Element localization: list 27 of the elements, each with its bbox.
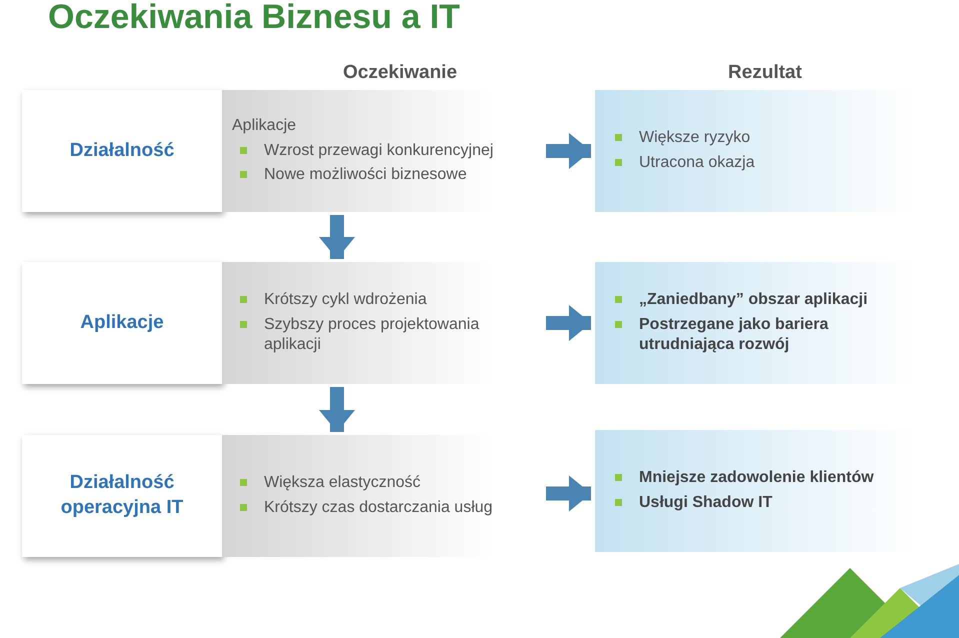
arrow — [546, 133, 591, 169]
category-card — [22, 90, 222, 212]
bullet-text: Nowe możliwości biznesowe — [264, 165, 467, 186]
bullet-text: „Zaniedbany” obszar aplikacji — [639, 290, 868, 310]
arrow — [319, 215, 355, 259]
bullet-text: Krótszy czas dostarczania usług — [264, 498, 493, 518]
bullet-text: Większa elastyczność — [264, 473, 420, 494]
arrow — [319, 387, 355, 432]
arrow — [546, 476, 591, 512]
bullet-text: Szybszy proces projektowania aplikacji — [264, 314, 480, 356]
category-label: Aplikacje — [80, 310, 164, 335]
bullet-text: Utracona okazja — [639, 153, 755, 173]
panel-heading: Aplikacje — [232, 116, 296, 136]
bullet-text: Krótszy cykl wdrożenia — [264, 290, 427, 310]
bullet-text: Większe ryzyko — [639, 128, 750, 148]
column-header: Oczekiwanie — [342, 62, 458, 84]
bullet-text: Postrzegane jako bariera utrudniająca rozwój — [639, 314, 830, 356]
bullet-text: Mniejsze zadowolenie klientów — [639, 468, 874, 488]
title: Oczekiwania Biznesu a IT — [48, 0, 460, 37]
column-header: Rezultat — [727, 62, 803, 84]
category-card — [22, 262, 222, 384]
category-label: Działalność — [70, 138, 174, 163]
bullet-text: Wzrost przewagi konkurencyjnej — [264, 140, 494, 161]
arrow — [546, 305, 591, 341]
category-label: Działalność operacyjna IT — [60, 471, 184, 520]
category-card — [22, 435, 222, 557]
bullet-text: Usługi Shadow IT — [639, 493, 772, 513]
